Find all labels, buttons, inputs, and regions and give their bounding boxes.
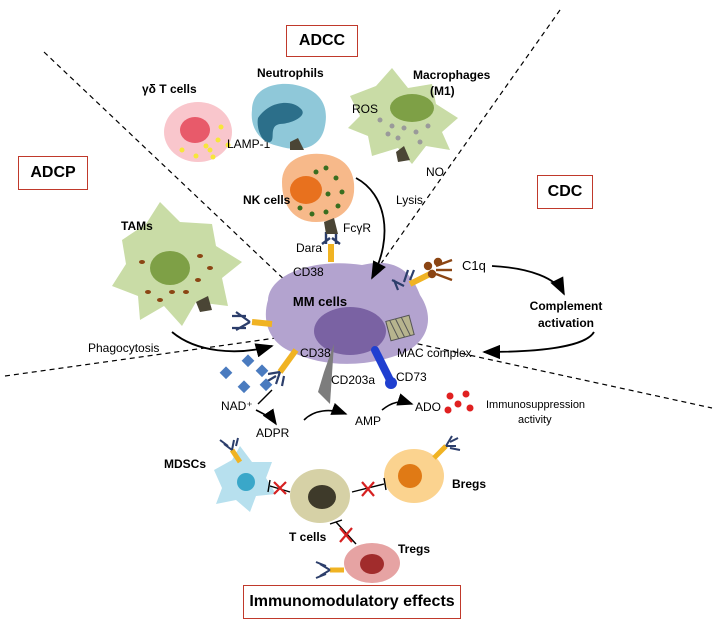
ado-molecules <box>444 390 474 414</box>
antibody-adcp <box>232 311 273 331</box>
adcp-section-label: ADCP <box>18 156 88 190</box>
cdc-section-label: CDC <box>537 175 593 209</box>
immunosuppression-label-2: activity <box>518 414 552 426</box>
section-dividers <box>4 9 713 409</box>
divider-right-diagonal <box>367 9 561 283</box>
lysis-label: Lysis <box>396 193 423 207</box>
tams-cell: TAMs <box>112 202 242 326</box>
bregs-label: Bregs <box>452 477 486 491</box>
macrophage-m1-cell: Macrophages (M1) <box>348 68 491 164</box>
treg-cell: Tregs <box>315 542 430 583</box>
gd-t-cell: γδ T cells <box>142 82 232 162</box>
nad-molecules <box>219 354 273 394</box>
cd38-bottom-label: CD38 <box>300 346 331 360</box>
adpr-to-amp-arrow <box>303 402 348 421</box>
macrophages-label-2: (M1) <box>430 84 455 98</box>
complement-label-1: Complement <box>530 299 603 313</box>
mac-complex-label: MAC complex <box>397 346 472 360</box>
adpr-label: ADPR <box>256 426 290 440</box>
immunomodulatory-section-label: Immunomodulatory effects <box>243 585 461 619</box>
cd73-label: CD73 <box>396 370 427 384</box>
nad-label: NAD⁺ <box>221 399 253 413</box>
lamp1-label: LAMP-1 <box>227 137 271 151</box>
macrophages-label-1: Macrophages <box>413 68 491 82</box>
divider-left-diagonal <box>43 51 291 286</box>
phagocytosis-arrow <box>171 331 274 358</box>
neutrophils-label: Neutrophils <box>257 66 324 80</box>
mm-nucleus <box>314 307 386 355</box>
complement-label-2: activation <box>538 316 594 330</box>
nad-inhibit-line <box>257 389 273 405</box>
gd-t-cells-label: γδ T cells <box>142 82 197 96</box>
inhibition-mdsc-tcell <box>267 479 291 495</box>
adcc-section-label: ADCC <box>286 25 358 57</box>
ros-label: ROS <box>352 102 378 116</box>
cd73-icon <box>371 346 397 389</box>
mm-cell: MM cells <box>265 262 429 364</box>
tams-label: TAMs <box>121 219 153 233</box>
inhibition-breg-tcell <box>351 477 387 497</box>
mac-complex-icon <box>385 314 415 342</box>
cd203a-label: CD203a <box>331 373 375 387</box>
antibody-cd38-bottom <box>265 348 299 387</box>
complement-to-mac-arrow <box>482 331 595 360</box>
mdscs-label: MDSCs <box>164 457 206 471</box>
immunosuppression-label-1: Immunosuppression <box>486 399 585 411</box>
nk-cell: NK cells <box>243 153 355 234</box>
c1q-molecule-icon <box>423 257 453 282</box>
t-cells-label: T cells <box>289 530 327 544</box>
dara-label: Dara <box>296 241 322 255</box>
inhibition-treg-tcell <box>329 519 357 545</box>
cd38-top-label: CD38 <box>293 265 324 279</box>
phagocytosis-label: Phagocytosis <box>88 341 159 355</box>
nad-to-adpr-arrow <box>255 408 277 426</box>
fcgr-label: FcγR <box>343 221 371 235</box>
nk-cells-label: NK cells <box>243 193 291 207</box>
antibody-dara-top <box>321 232 341 262</box>
c1q-label: C1q <box>462 258 486 273</box>
cd203a-icon <box>318 344 334 404</box>
mdsc-cell: MDSCs <box>164 437 276 512</box>
amp-label: AMP <box>355 414 381 428</box>
amp-to-ado-arrow <box>381 393 414 411</box>
t-cell: T cells <box>289 469 350 544</box>
neutrophil-cell: Neutrophils <box>251 66 326 150</box>
divider-left-horizontal <box>4 335 291 377</box>
tregs-label: Tregs <box>398 542 430 556</box>
breg-cell: Bregs <box>384 435 486 503</box>
mm-cells-label: MM cells <box>293 294 347 309</box>
lysis-arrow <box>355 177 386 280</box>
ado-label: ADO <box>415 400 441 414</box>
no-label: NO <box>426 165 444 179</box>
c1q-to-complement-arrow <box>491 265 565 296</box>
